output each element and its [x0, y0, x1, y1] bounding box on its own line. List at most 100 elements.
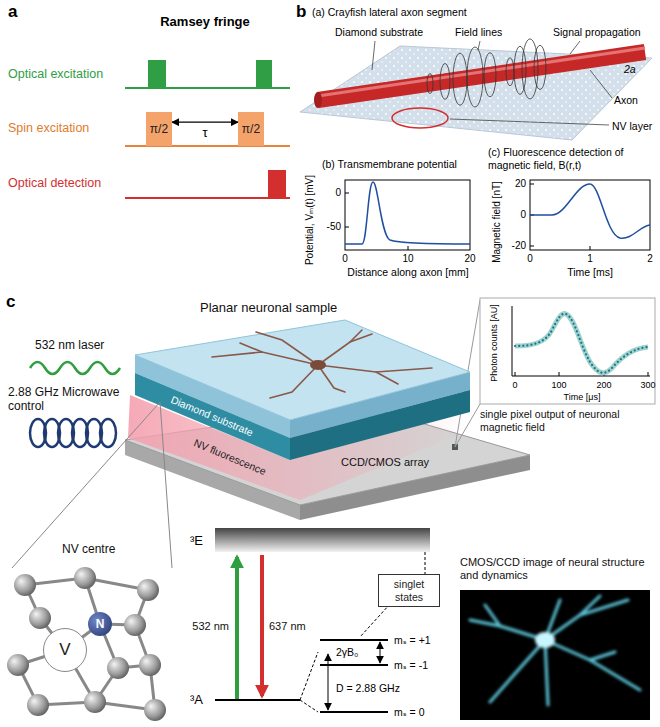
nv-lattice: [14, 574, 36, 596]
cmos-image: [545, 640, 640, 690]
spin-pulse-box: π/2: [238, 112, 264, 146]
inset-plot: [512, 306, 513, 376]
nv-lattice: [84, 691, 106, 713]
energy-diagram: [215, 528, 430, 712]
lattice-leader: [12, 402, 160, 568]
dimension-label: 2a: [624, 63, 636, 76]
axon-illustration: [300, 39, 652, 140]
interval-label: τ: [200, 125, 209, 141]
panel-letter: c: [6, 292, 15, 312]
tick-label: 0: [520, 209, 526, 221]
pulse-sequence: [256, 60, 272, 88]
inset-plot: [512, 376, 650, 377]
axon-illustration: [484, 53, 496, 97]
neuron-drawing: [270, 365, 318, 398]
energy-diagram: [215, 528, 430, 552]
tick-label: 100: [551, 380, 566, 391]
inset-plot: [480, 298, 655, 404]
inset-plot: [559, 372, 560, 376]
cmos-image: [485, 605, 500, 626]
part-label: Field lines: [455, 26, 502, 39]
pulse-sequence: [125, 60, 290, 198]
axis-title: Potential, Vₘ(t) [mV]: [304, 175, 316, 265]
row-label: Optical excitation: [8, 67, 103, 82]
energy-diagram: [328, 654, 329, 710]
tick-label: 10: [402, 253, 413, 265]
nv-lattice: [137, 579, 159, 601]
inset-plot: [515, 372, 648, 376]
nitrogen-atom: N: [88, 612, 112, 636]
splitting-label: 2γB₀: [336, 646, 358, 659]
cmos-image: [545, 600, 628, 640]
spin-state-label: mₛ = 0: [394, 706, 424, 719]
axis-title: Distance along axon [mm]: [347, 266, 468, 279]
figure-title: (a) Crayfish lateral axon segment: [312, 6, 467, 19]
cmos-image: [535, 632, 555, 648]
singlet-box: singlet states: [378, 574, 440, 607]
plot-title: (c) Fluorescence detection of magnetic f…: [488, 146, 653, 171]
cmos-image: [470, 596, 640, 705]
tick-label: 200: [596, 380, 611, 391]
microwave-coil: [30, 419, 116, 447]
axon-illustration: [427, 39, 546, 107]
laser-wave: [30, 362, 120, 374]
tick-label: 0: [512, 380, 517, 391]
panel-letter: a: [8, 2, 17, 22]
nv-lattice: [124, 614, 146, 636]
axon-illustration: [534, 45, 546, 89]
field-plot: [530, 184, 534, 185]
field-plot: [530, 180, 650, 250]
pulse-sequence: [148, 60, 166, 88]
axon-illustration: [314, 92, 322, 108]
neuron-drawing: [350, 330, 362, 342]
potential-plot: [345, 227, 349, 228]
tick-label: 1: [587, 253, 593, 265]
tick-label: 0: [335, 187, 341, 199]
axon-illustration: [522, 39, 538, 99]
potential-plot: [345, 180, 470, 250]
row-label: Spin excitation: [8, 121, 89, 136]
tick-label: 300: [640, 380, 655, 391]
laser-wave: [30, 362, 120, 374]
cmos-image: [490, 640, 545, 702]
spin-state-label: mₛ = +1: [394, 634, 431, 647]
axon-illustration: [506, 58, 514, 86]
nv-lattice: [144, 699, 166, 721]
node-text: N: [96, 617, 105, 631]
potential-plot: [408, 246, 409, 250]
tick-label: 20: [464, 253, 475, 265]
energy-diagram: [380, 642, 381, 663]
caption-note: single pixel output of neuronal magnetic…: [480, 408, 655, 433]
layer-label: Diamond substrate: [169, 393, 255, 439]
axon-illustration: [570, 41, 580, 54]
lattice-leader: [12, 402, 172, 568]
neuron-drawing: [256, 332, 318, 365]
cmos-image: [580, 596, 600, 615]
source-label: 2.88 GHz Microwave control: [8, 385, 133, 414]
level-label: ³E: [190, 533, 203, 549]
axon-illustration: [440, 63, 450, 99]
axon-illustration: [453, 53, 467, 105]
inset-plot: [515, 314, 648, 373]
neuron-drawing: [376, 372, 398, 384]
cmos-image: [460, 590, 650, 720]
neuron-drawing: [318, 365, 432, 372]
plot-title: (b) Transmembrane potential: [322, 158, 457, 171]
axon-illustration: [372, 41, 375, 70]
nv-lattice: [107, 657, 129, 679]
tick-label: 20: [515, 178, 526, 190]
cmos-image: [545, 640, 548, 705]
neuron-drawing: [240, 343, 262, 352]
node-text: V: [59, 640, 70, 660]
layer-label: CCD/CMOS array: [341, 456, 429, 469]
axis-title: Photon counts [AU]: [489, 304, 500, 382]
tick-label: -50: [327, 221, 341, 233]
inset-plot: [480, 298, 655, 404]
field-plot: [530, 184, 650, 238]
field-plot: [530, 180, 650, 250]
panel-letter: b: [296, 2, 306, 22]
wavelength-label: 532 nm: [192, 620, 229, 633]
part-label: NV centre: [62, 542, 115, 556]
potential-plot: [345, 193, 349, 194]
inset-plot: [515, 372, 516, 376]
